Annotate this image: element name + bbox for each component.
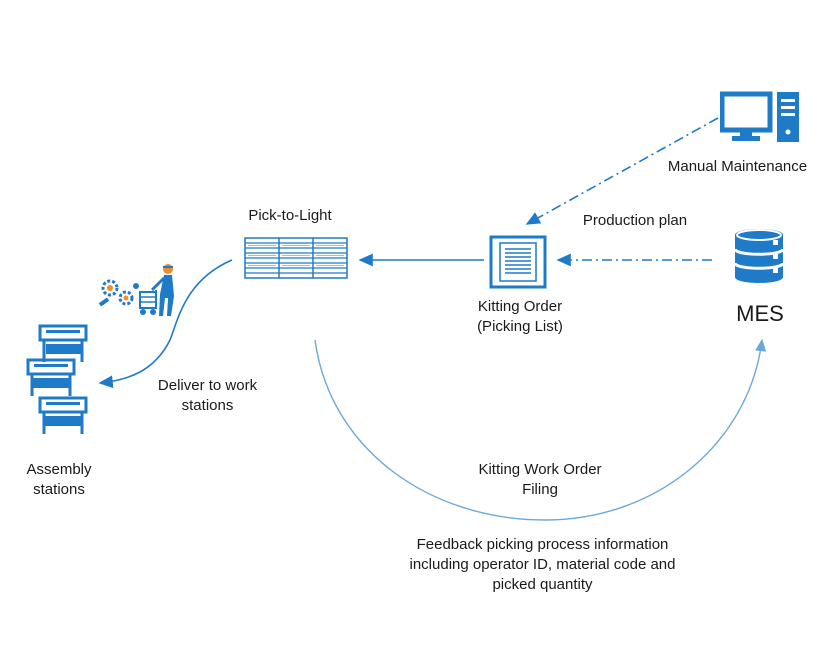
feedback-line-2: including operator ID, material code and [409, 556, 676, 573]
production-plan-label: Production plan [582, 212, 688, 229]
worker-cart-icon [138, 262, 180, 323]
filing-arc [314, 338, 767, 521]
assembly-stations-label-2: stations [33, 481, 85, 498]
assembly-stations-label-1: Assembly [26, 461, 92, 478]
kitting-order-label-1: Kitting Order [477, 298, 563, 315]
kitting-order-label-2: (Picking List) [477, 318, 563, 335]
feedback-line-1: Feedback picking process information [416, 536, 669, 553]
document-icon [489, 235, 547, 294]
filing-label-1: Kitting Work Order [478, 461, 602, 478]
maintenance-arrow [525, 117, 719, 225]
deliver-label-1: Deliver to work [157, 377, 258, 394]
workstation-icon [24, 322, 94, 443]
pick-to-light-label: Pick-to-Light [248, 207, 332, 224]
deliver-label-2: stations [181, 397, 234, 414]
feedback-line-3: picked quantity [492, 576, 593, 593]
database-icon [733, 225, 785, 292]
computer-icon [719, 90, 802, 149]
manual-maintenance-label: Manual Maintenance [667, 158, 808, 175]
shelving-rack-icon [244, 237, 348, 284]
gears-icon [96, 276, 142, 317]
deliver-arrow [98, 259, 233, 389]
filing-label-2: Filing [522, 481, 558, 498]
mes-label: MES [736, 301, 784, 326]
